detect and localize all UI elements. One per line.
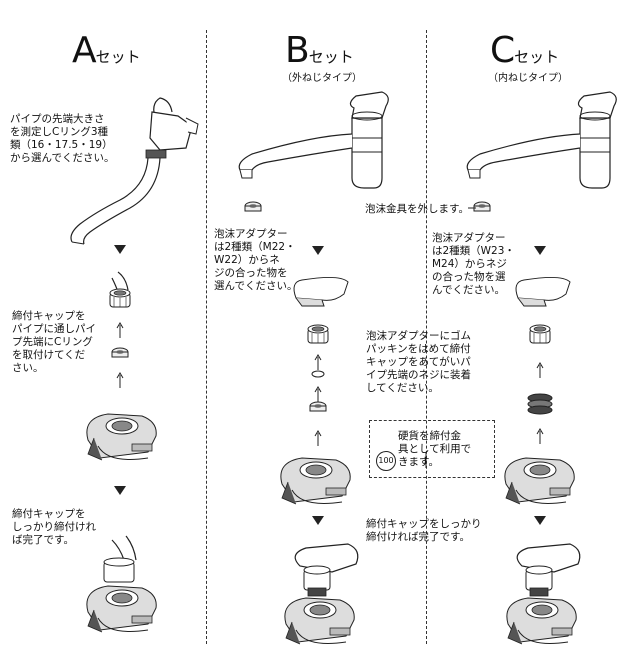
- b-aerator: [244, 201, 262, 212]
- a-up-arrow-1: [116, 322, 124, 339]
- a-up-arrow-2: [116, 372, 124, 389]
- c-cap: [529, 324, 551, 344]
- a-c-ring: [111, 347, 129, 358]
- bc-done-note: 締付キャップをしっかり 締付ければ完了です。: [366, 518, 482, 543]
- b-arrow-2: [312, 516, 324, 525]
- c-base-unit: [504, 457, 575, 505]
- b-arrow-1: [312, 246, 324, 255]
- remove-aerator-note: 泡沫金具を外します。: [365, 203, 469, 215]
- section-c-subtitle: （内ねじタイプ）: [488, 73, 568, 84]
- b-gasket: [311, 370, 325, 378]
- section-b-suffix: セット: [308, 48, 354, 66]
- section-b-letter: B: [285, 30, 310, 71]
- a-arrow-2: [114, 486, 126, 495]
- a-arrow-1: [114, 245, 126, 254]
- b-adapter: [309, 401, 327, 412]
- a-measure-note: パイプの先端大きさ を測定しCリング3種 類（16・17.5・19） から選んで…: [10, 113, 115, 164]
- coin-note: 硬貨を締付金 具として利用で きます。: [398, 430, 472, 468]
- a-done-note: 締付キャップを しっかり締付けれ ば完了です。: [12, 508, 96, 546]
- c-aerator: [473, 201, 491, 212]
- divider-ab: [206, 30, 207, 644]
- gasket-note: 泡沫アダプターにゴム パッキンをはめて締付 キャップをあてがいパ イプ先端のネジ…: [366, 330, 471, 394]
- b-finished-assembly: [285, 544, 358, 644]
- a-cap: [109, 288, 131, 308]
- c-arrow-1: [534, 246, 546, 255]
- section-c-title: Cセット: [490, 30, 559, 71]
- b-cap: [307, 324, 329, 344]
- b-adapter-note: 泡沫アダプター は2種類（M22・ W22）からネ ジの合った物を 選んでくださ…: [214, 228, 298, 292]
- a-finished-assembly: [86, 535, 157, 633]
- coin-100-icon: 100: [376, 451, 396, 471]
- section-a-suffix: セット: [95, 48, 141, 66]
- c-adapter-note: 泡沫アダプター は2種類（W23・ M24）からネジ の合った物を選 んでくださ…: [432, 232, 515, 296]
- divider-bc: [426, 30, 427, 644]
- a-attach-note: 締付キャップを パイプに通しパイ プ先端にCリング を取付けてくだ さい。: [12, 310, 96, 374]
- section-a-letter: A: [72, 30, 97, 71]
- coin-tip-box: [369, 420, 495, 478]
- b-up-arrow-3: [314, 430, 322, 447]
- a-pipe-faucet: [70, 97, 199, 245]
- c-faucet: [466, 91, 617, 189]
- c-up-arrow-2: [536, 428, 544, 445]
- b-faucet: [238, 91, 389, 189]
- b-base-unit: [280, 457, 351, 505]
- b-up-arrow-1: [314, 354, 322, 371]
- section-b-subtitle: （外ねじタイプ）: [282, 73, 362, 84]
- section-c-suffix: セット: [514, 48, 560, 66]
- a-base-unit: [86, 413, 157, 461]
- c-arrow-2: [534, 516, 546, 525]
- c-up-arrow-1: [536, 362, 544, 379]
- section-c-letter: C: [490, 30, 515, 71]
- c-adapter-with-gasket: [527, 393, 553, 415]
- section-a-title: Aセット: [72, 30, 141, 71]
- section-b-title: Bセット: [285, 30, 354, 71]
- c-finished-assembly: [507, 544, 580, 644]
- b-up-arrow-2: [314, 386, 322, 403]
